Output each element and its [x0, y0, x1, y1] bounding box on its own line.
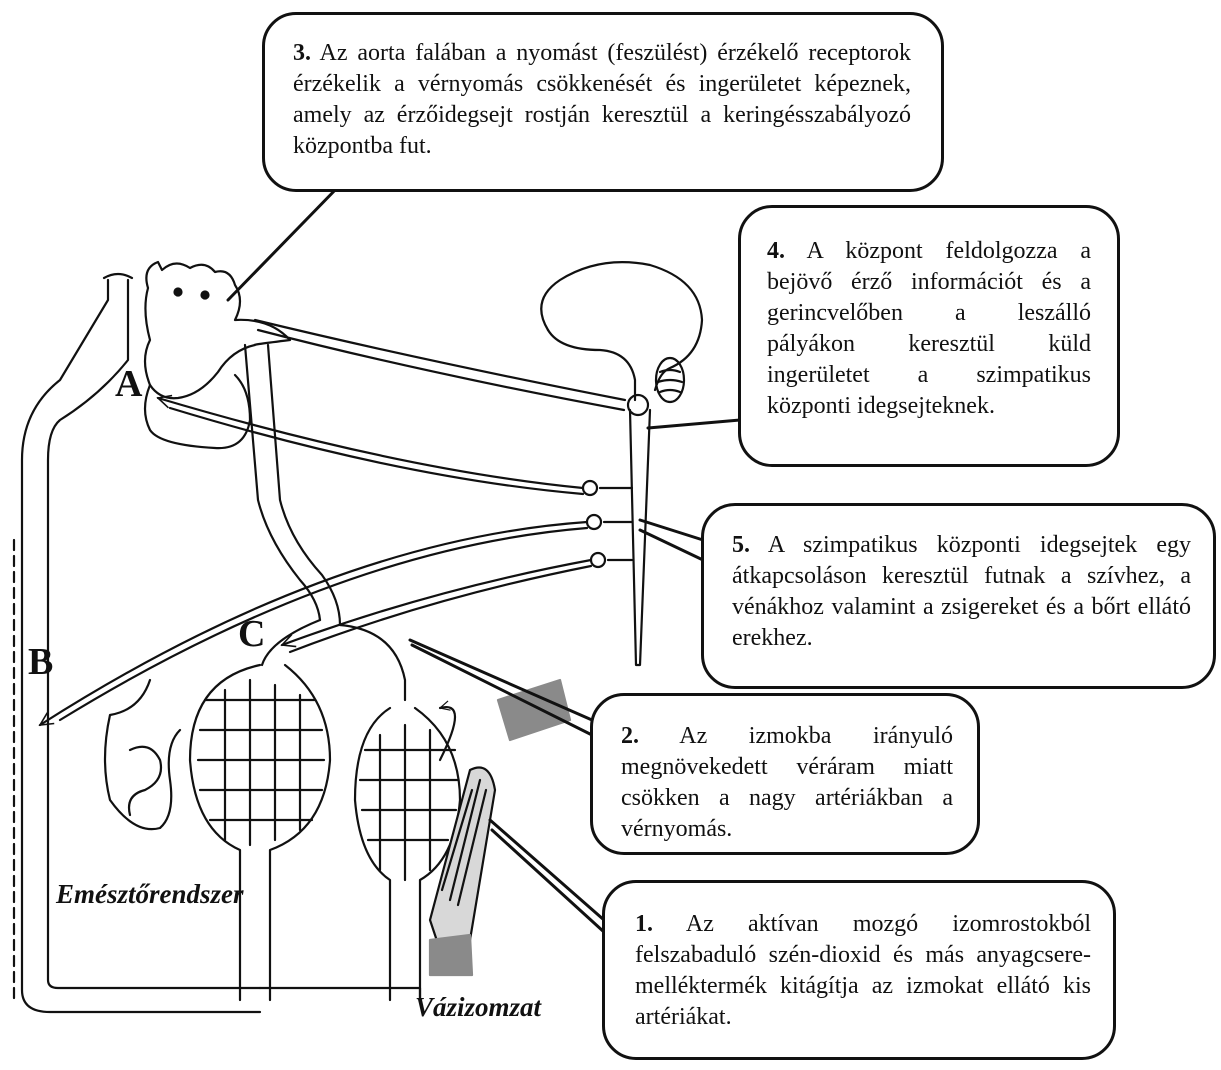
step-text: A szimpatikus központi idegsejtek egy át…	[732, 532, 1191, 651]
pointer-1	[490, 820, 604, 932]
callout-step-1: 1. Az aktívan mozgó izomrostokból felsza…	[602, 880, 1116, 1060]
callout-step-3: 3. Az aorta falában a nyomást (feszülést…	[262, 12, 944, 192]
step-text: Az aorta falában a nyomást (feszülést) é…	[293, 40, 911, 159]
callout-step-4: 4. A központ feldolgozza a bejövő érző i…	[738, 205, 1120, 467]
brain-spinal-cord	[541, 262, 702, 665]
step-text: A központ feldolgozza a bejövő érző info…	[767, 238, 1091, 419]
callout-step-2: 2. Az izmokba irányuló megnövekedett vér…	[590, 693, 980, 855]
callout-step-5: 5. A szimpatikus központi idegsejtek egy…	[701, 503, 1216, 689]
digestive-capillary-bed	[105, 665, 330, 1000]
step-number: 5.	[732, 532, 750, 558]
label-skeletal-muscles: Vázizomzat	[415, 992, 541, 1023]
step-text: Az aktívan mozgó izomrostokból felszabad…	[635, 911, 1091, 1030]
label-digestive-system: Emésztőrendszer	[56, 879, 244, 910]
step-number: 1.	[635, 911, 653, 937]
label-b: B	[28, 640, 53, 684]
pointer-3	[228, 185, 340, 300]
pointer-2	[410, 640, 592, 735]
step-text: Az izmokba irányuló megnövekedett vérára…	[621, 723, 953, 842]
label-c: C	[238, 612, 265, 656]
sensory-nerve-fiber	[255, 320, 625, 400]
descending-aorta	[245, 345, 405, 700]
label-a: A	[115, 362, 142, 406]
step-number: 3.	[293, 40, 311, 66]
step-number: 4.	[767, 238, 785, 264]
step-number: 2.	[621, 723, 639, 749]
pointer-5	[640, 520, 703, 560]
pointer-4	[648, 420, 740, 428]
sympathetic-nerve-c	[282, 553, 632, 652]
